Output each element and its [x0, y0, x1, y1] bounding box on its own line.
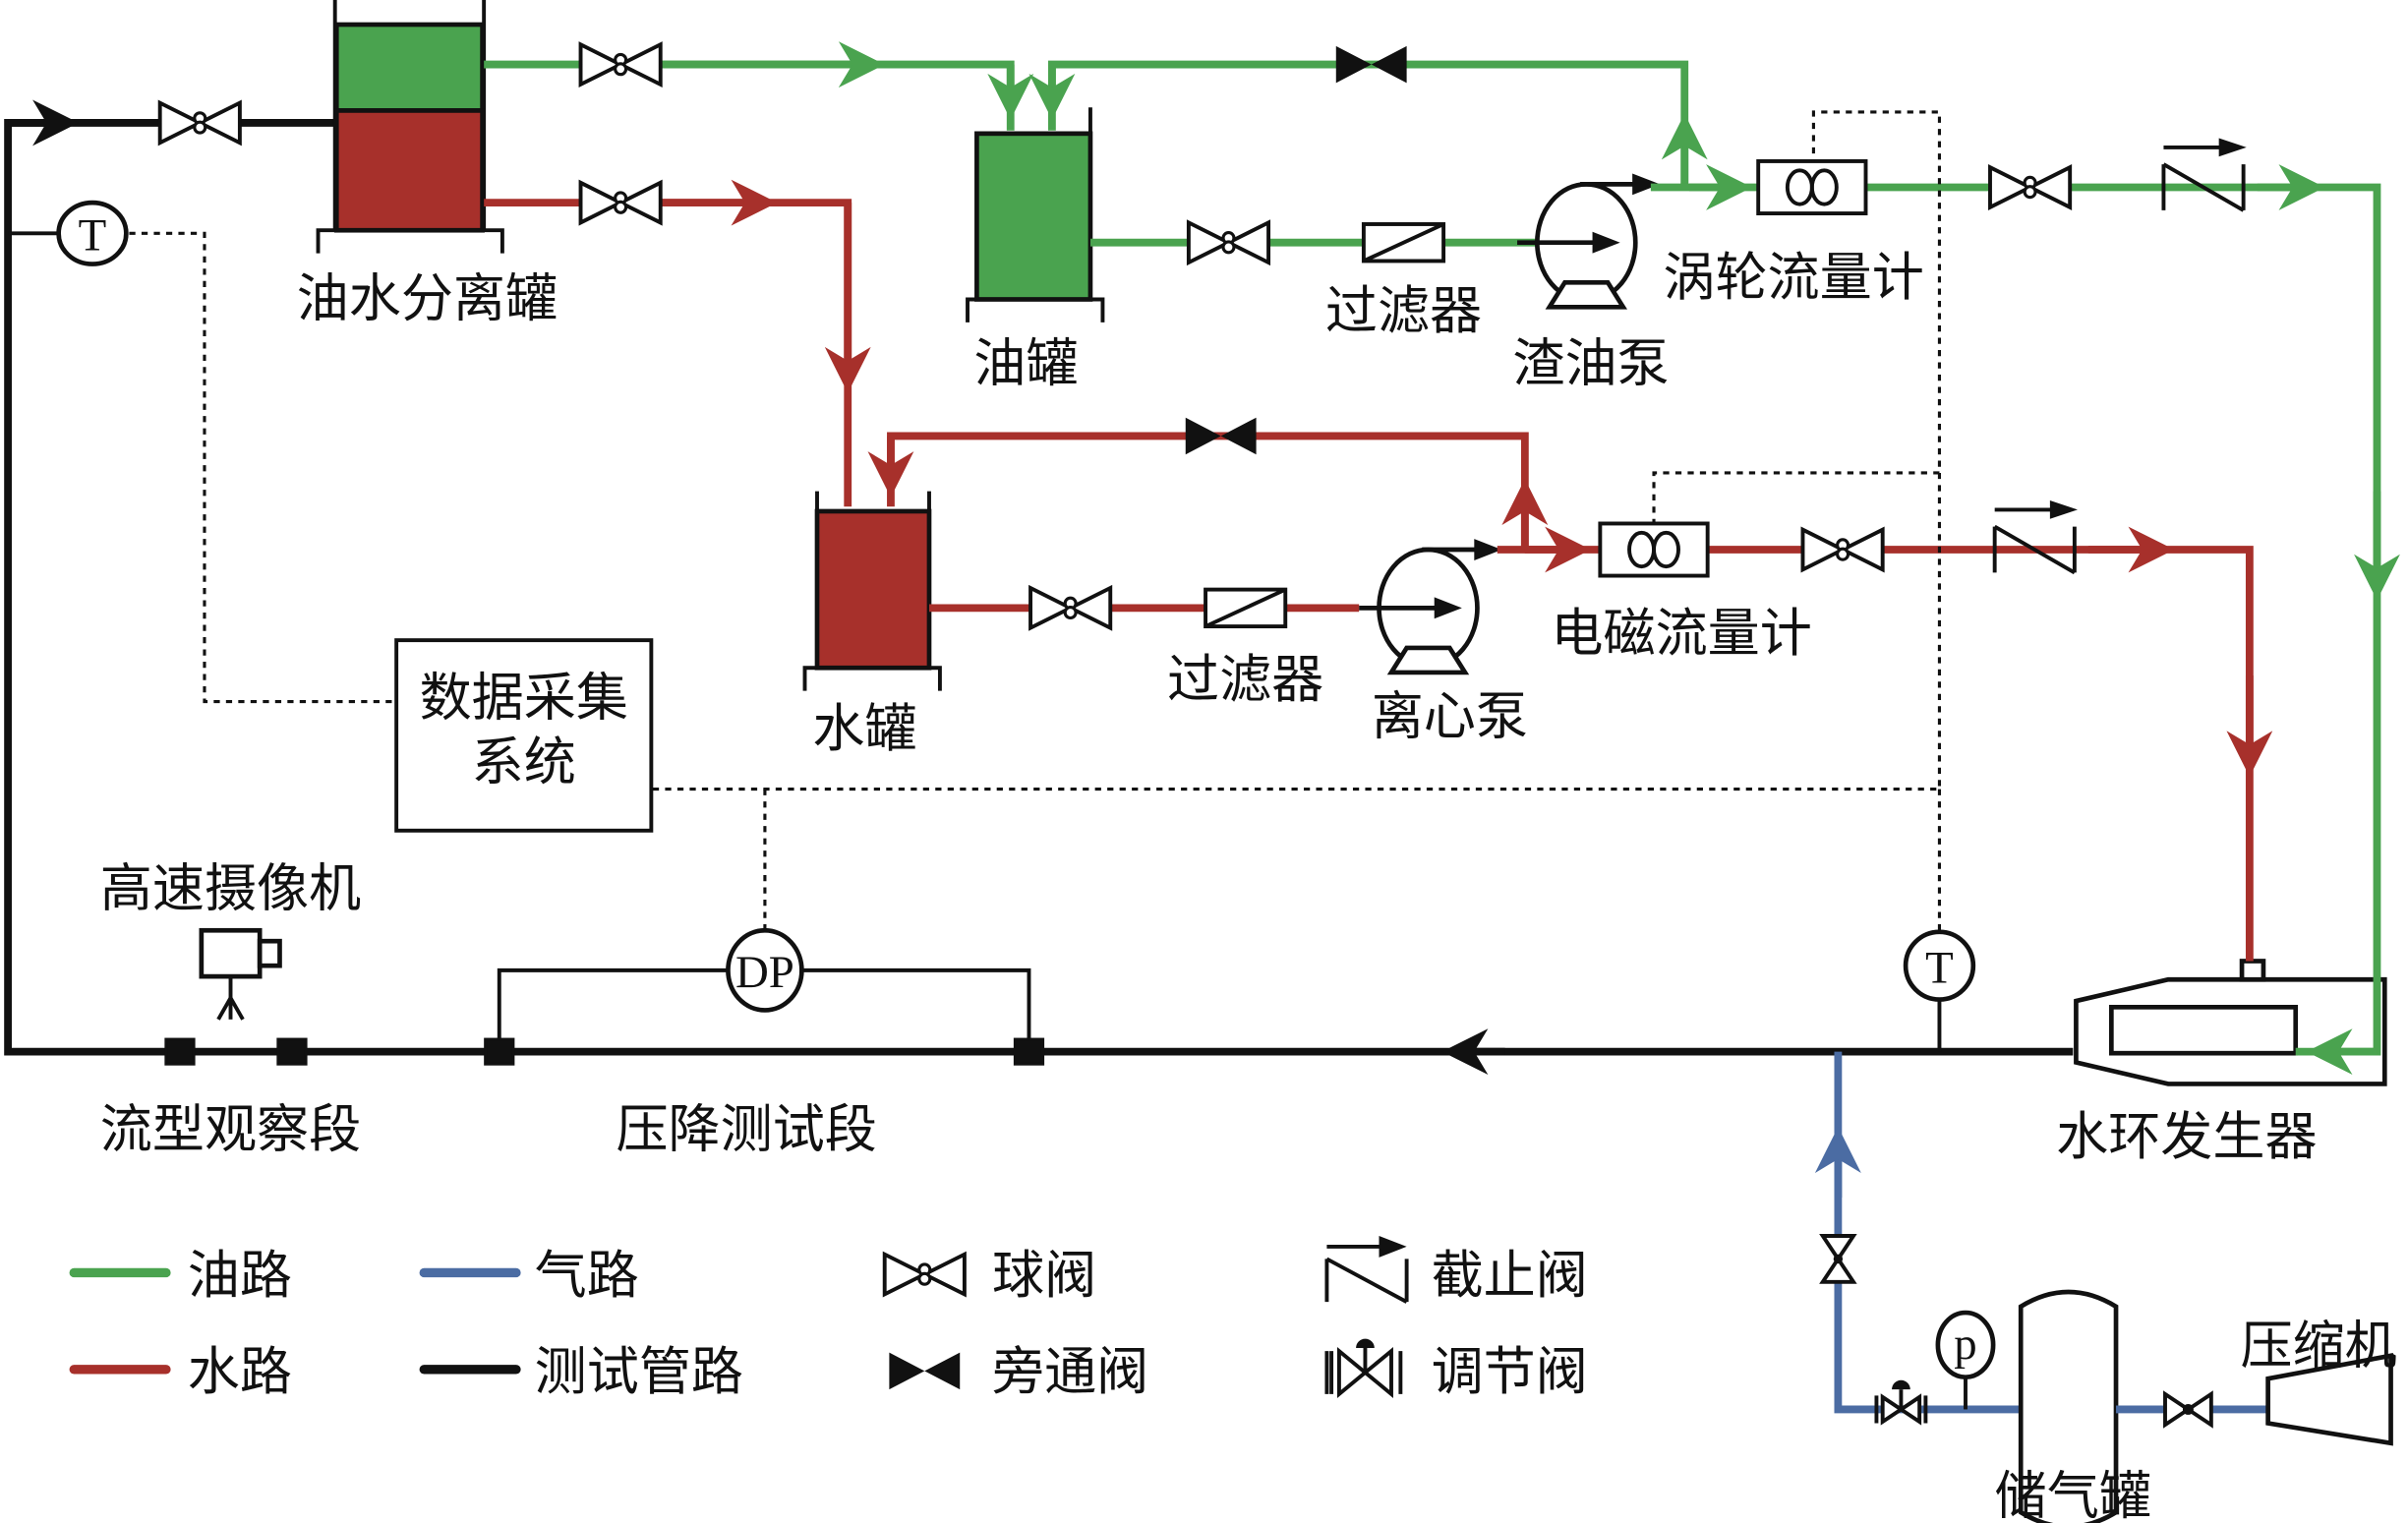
legend-globe-valve-label: 截止阀 — [1432, 1245, 1588, 1306]
test-loop: T DP T — [4, 99, 2387, 1086]
pressure-tap — [1013, 1037, 1045, 1066]
legend: 油路 水路 气路 测试管路 球阀 旁通阀 截止阀 调节阀 — [69, 1236, 1588, 1402]
water-tank-label: 水罐 — [812, 698, 916, 759]
temperature-sensor-left: T — [56, 200, 129, 266]
legend-bypass-valve-icon — [889, 1352, 961, 1390]
ball-valve-icon[interactable] — [578, 42, 663, 87]
camera-icon — [199, 927, 282, 1021]
oil-pump-label: 渣油泵 — [1512, 332, 1669, 393]
legend-test-label: 测试管路 — [535, 1341, 743, 1402]
legend-bypass-valve-label: 旁通阀 — [992, 1341, 1148, 1402]
legend-oil-label: 油路 — [188, 1245, 292, 1306]
oil-tank-label: 油罐 — [973, 332, 1078, 393]
svg-text:p: p — [1954, 1318, 1976, 1370]
turbine-flowmeter-icon — [1756, 159, 1868, 215]
signal-lines — [129, 110, 1942, 932]
filter-icon — [1204, 587, 1288, 629]
flow-section-label: 流型观察段 — [100, 1098, 361, 1159]
flow-section-flange — [276, 1037, 308, 1066]
pressure-section-label: 压降测试段 — [616, 1098, 876, 1159]
pressure-tap — [484, 1037, 515, 1066]
air-tank-label: 储气罐 — [1995, 1466, 2151, 1523]
water-tank — [802, 491, 942, 691]
ball-valve-icon[interactable] — [1028, 586, 1113, 630]
pump-icon — [1359, 539, 1501, 673]
centrifugal-pump-label: 离心泵 — [1372, 685, 1528, 746]
filter-icon — [1361, 222, 1446, 264]
oil-tank — [966, 107, 1105, 322]
separator-label: 油水分离罐 — [297, 268, 558, 329]
legend-ball-valve-icon — [882, 1252, 967, 1297]
ball-valve-icon[interactable] — [1988, 165, 2073, 209]
svg-text:T: T — [79, 210, 107, 262]
camera-label: 高速摄像机 — [100, 857, 361, 918]
legend-control-valve-icon — [1324, 1338, 1403, 1398]
svg-text:数据采集: 数据采集 — [420, 668, 628, 729]
legend-control-valve-label: 调节阀 — [1432, 1341, 1588, 1402]
temperature-sensor-right: T — [1903, 929, 1976, 1002]
ball-valve-icon[interactable] — [157, 100, 242, 146]
oil-circuit — [484, 41, 2400, 1076]
daq-system: 数据采集 系统 — [394, 638, 654, 833]
ball-valve-icon[interactable] — [2163, 1390, 2213, 1429]
ball-valve-icon[interactable] — [1819, 1234, 1857, 1284]
legend-globe-valve-icon — [1324, 1236, 1409, 1304]
water-circuit — [484, 179, 2273, 962]
pressure-gauge: p — [1935, 1310, 1996, 1380]
svg-text:DP: DP — [735, 947, 794, 998]
ring-generator-label: 水环发生器 — [2056, 1106, 2317, 1167]
dp-transmitter: DP — [726, 927, 804, 1013]
legend-gas-label: 气路 — [535, 1245, 639, 1306]
ball-valve-icon[interactable] — [578, 180, 663, 225]
flow-section-flange — [164, 1037, 196, 1066]
pump-icon — [1517, 173, 1660, 307]
turbine-meter-label: 涡轮流量计 — [1663, 247, 1923, 308]
water-filter-label: 过滤器 — [1167, 649, 1323, 710]
compressor-icon — [2265, 1352, 2393, 1446]
globe-valve-icon[interactable] — [2161, 136, 2249, 212]
em-flowmeter-icon — [1598, 521, 1710, 578]
em-meter-label: 电磁流量计 — [1551, 603, 1811, 664]
legend-ball-valve-label: 球阀 — [992, 1245, 1096, 1306]
ball-valve-icon[interactable] — [1186, 220, 1271, 264]
ball-valve-icon[interactable] — [1800, 527, 1885, 572]
control-valve-icon[interactable] — [1874, 1379, 1928, 1426]
water-ring-generator — [2074, 959, 2387, 1086]
oil-water-separator — [316, 0, 504, 254]
oil-filter-label: 过滤器 — [1325, 280, 1482, 341]
svg-text:系统: 系统 — [472, 732, 576, 792]
compressor-label: 压缩机 — [2241, 1316, 2397, 1377]
globe-valve-icon[interactable] — [1992, 498, 2080, 575]
svg-text:T: T — [1925, 942, 1954, 993]
gas-circuit: p — [1814, 1051, 2393, 1523]
legend-water-label: 水路 — [188, 1341, 292, 1402]
